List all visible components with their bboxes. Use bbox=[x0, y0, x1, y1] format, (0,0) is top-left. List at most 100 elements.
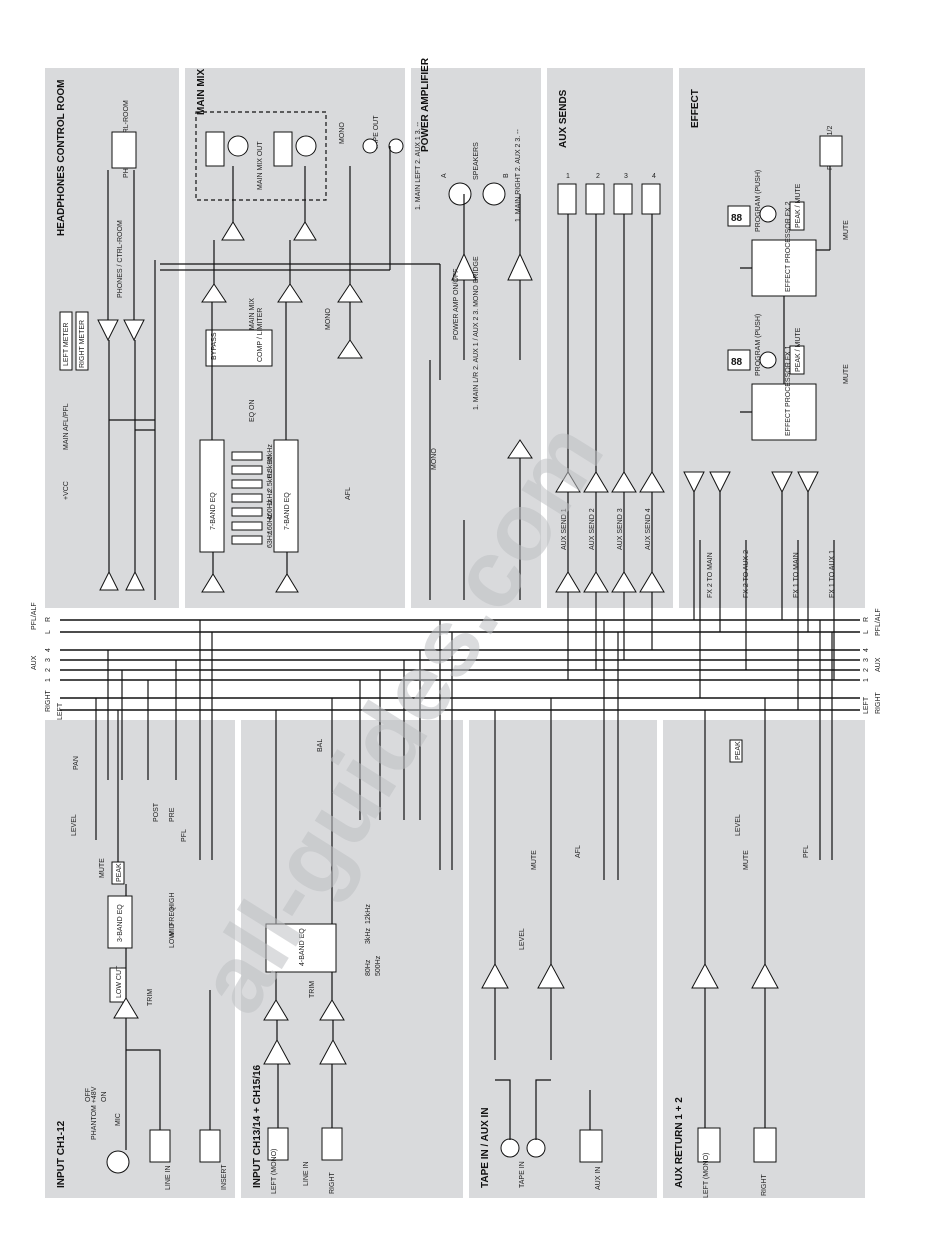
label-mic: MIC bbox=[115, 1113, 122, 1126]
amp-main-left bbox=[201, 283, 227, 303]
label-eq-on: EQ ON bbox=[249, 399, 256, 422]
fx1-program-knob[interactable] bbox=[759, 351, 777, 369]
aux-jack bbox=[613, 183, 633, 215]
fx2-program-knob[interactable] bbox=[759, 205, 777, 223]
aux-jack-label: 4 bbox=[652, 173, 656, 180]
label-eq4: 4-BAND EQ bbox=[299, 928, 306, 966]
label-return-left: LEFT (MONO) bbox=[703, 1153, 710, 1198]
aux-send-jacks: 1 2 3 4 bbox=[557, 173, 661, 215]
section-input-ch1-12: INPUT CH1-12 MIC PHANTOM +48V OFF ON LIN… bbox=[56, 620, 228, 1190]
fx2-processor-box bbox=[751, 239, 817, 297]
bus-label-2-right: 2 bbox=[863, 668, 870, 672]
label-tape-out: TAPE OUT bbox=[373, 115, 380, 150]
eq-slider bbox=[231, 451, 263, 461]
main-mix-out-frame bbox=[195, 111, 327, 201]
label-peak-mute-fx2: PEAK / MUTE bbox=[795, 183, 802, 228]
section-effect: EFFECT FOOT-SW 1/2 EFFECT PROCESSOR FX 2… bbox=[683, 89, 850, 710]
fx2-display-digits: 88 bbox=[731, 213, 743, 224]
bus-lines bbox=[60, 619, 860, 711]
eq7-freq-label: 1kHz bbox=[267, 490, 274, 506]
label-mute-ch1: MUTE bbox=[99, 858, 106, 878]
jack-aux-in bbox=[579, 1129, 603, 1163]
xlr-right bbox=[295, 135, 317, 157]
aux-send-label: AUX SEND 2 bbox=[589, 508, 596, 550]
title-input-ch1-12: INPUT CH1-12 bbox=[56, 1120, 67, 1188]
label-off: OFF bbox=[85, 1088, 92, 1102]
amp-invert-right bbox=[293, 221, 317, 241]
aux-send-label: AUX SEND 4 bbox=[645, 508, 652, 550]
label-aux-in: AUX IN bbox=[595, 1167, 602, 1190]
title-effect: EFFECT bbox=[690, 89, 701, 128]
label-insert: INSERT bbox=[221, 1164, 228, 1190]
label-right-meter: RIGHT METER bbox=[79, 320, 86, 368]
aux-send-labels: AUX SEND 1 AUX SEND 2 AUX SEND 3 AUX SEN… bbox=[561, 508, 652, 550]
aux-jack-label: 1 bbox=[566, 173, 570, 180]
eq7-freq-label: 6.3kHz bbox=[267, 456, 274, 478]
aux-jack bbox=[641, 183, 661, 215]
effect-wires bbox=[693, 166, 835, 710]
label-freq: FREQ bbox=[169, 906, 176, 926]
label-vcc-hp: +VCC bbox=[63, 481, 70, 500]
eq-slider bbox=[231, 521, 263, 531]
jack-insert bbox=[199, 1129, 221, 1163]
aux-jack bbox=[585, 183, 605, 215]
jack-line-right bbox=[321, 1127, 343, 1161]
label-eq3: 3-BAND EQ bbox=[117, 904, 124, 942]
rca-tape-r bbox=[388, 138, 404, 154]
comp-limiter-box bbox=[205, 329, 273, 367]
label-modes-b: 1. MAIN RIGHT 2. AUX 2 3. -- bbox=[515, 128, 522, 222]
eq4-freq-label: 3kHz bbox=[365, 928, 372, 944]
eq4-freq-label: 500Hz bbox=[375, 955, 382, 976]
label-post: POST bbox=[153, 802, 160, 822]
bus-label-l-right: L bbox=[863, 630, 870, 634]
fx-amp bbox=[709, 471, 731, 494]
label-trim-2: TRIM bbox=[309, 981, 316, 998]
jack-foot-sw bbox=[819, 135, 843, 167]
label-mid: MID bbox=[169, 923, 176, 936]
label-afl-tape: AFL bbox=[575, 845, 582, 858]
sum-left-hp bbox=[99, 570, 119, 591]
section-input-ch13-16: INPUT CH13/14 + CH15/16 LEFT (MONO) RIGH… bbox=[252, 620, 453, 1195]
label-line-in: LINE IN bbox=[165, 1165, 172, 1190]
aux-return-wires bbox=[704, 620, 833, 1128]
label-afl-main: AFL bbox=[345, 487, 352, 500]
label-peak-mute-fx1: PEAK / MUTE bbox=[795, 327, 802, 372]
rca-tape-in-r bbox=[526, 1138, 546, 1158]
panel-tape-aux-in bbox=[469, 720, 657, 1198]
eq7-freq-label: 400Hz bbox=[267, 499, 274, 520]
bus-label-1: 1 bbox=[45, 678, 52, 682]
label-level-ch1: LEVEL bbox=[71, 814, 78, 836]
speakon-a bbox=[448, 182, 472, 206]
label-pfl-return: PFL bbox=[803, 845, 810, 858]
aux-jack bbox=[557, 183, 577, 215]
bus-label-1-right: 1 bbox=[863, 678, 870, 682]
top-panels bbox=[45, 68, 865, 608]
label-right-in2: RIGHT bbox=[329, 1172, 336, 1195]
eq4-freq-labels: 80Hz 500Hz 3kHz 12kHz bbox=[365, 904, 382, 976]
label-mute-tape: MUTE bbox=[531, 850, 538, 870]
eq4-freq-label: 12kHz bbox=[365, 904, 372, 924]
title-aux-return: AUX RETURN 1 + 2 bbox=[674, 1097, 685, 1188]
aux-jack-label: 3 bbox=[624, 173, 628, 180]
jack-main-right bbox=[273, 131, 293, 167]
title-input-ch13-16: INPUT CH13/14 + CH15/16 bbox=[252, 1064, 263, 1188]
label-mono-out: MONO bbox=[339, 122, 346, 144]
preamp-in2-right bbox=[319, 1038, 347, 1065]
section-power-amp: POWER AMPLIFIER SPEAKERS A B 1. MAIN LEF… bbox=[415, 57, 533, 600]
hp-wires bbox=[107, 170, 156, 600]
eq7-freq-label: 63Hz bbox=[267, 531, 274, 548]
label-program-fx1: PROGRAM (PUSH) bbox=[755, 314, 762, 376]
bus-label-aux: AUX bbox=[31, 655, 38, 670]
fx1-display bbox=[727, 349, 751, 371]
label-routing: 1. MAIN L/R 2. AUX 1 / AUX 2 3. MONO BRI… bbox=[473, 256, 480, 410]
label-mono-pa: MONO bbox=[431, 448, 438, 470]
label-return-right: RIGHT bbox=[761, 1174, 768, 1197]
label-main-mix-fader: MAIN MIX bbox=[249, 298, 256, 330]
bottom-panels bbox=[45, 720, 865, 1198]
title-main-mix: MAIN MIX bbox=[196, 69, 207, 115]
bus-label-4: 4 bbox=[45, 648, 52, 652]
fx1-processor-box bbox=[751, 383, 817, 441]
label-modes-a: 1. MAIN LEFT 2. AUX 1 3. -- bbox=[415, 121, 422, 210]
label-mute-return: MUTE bbox=[743, 850, 750, 870]
sum-main-left bbox=[201, 573, 225, 593]
